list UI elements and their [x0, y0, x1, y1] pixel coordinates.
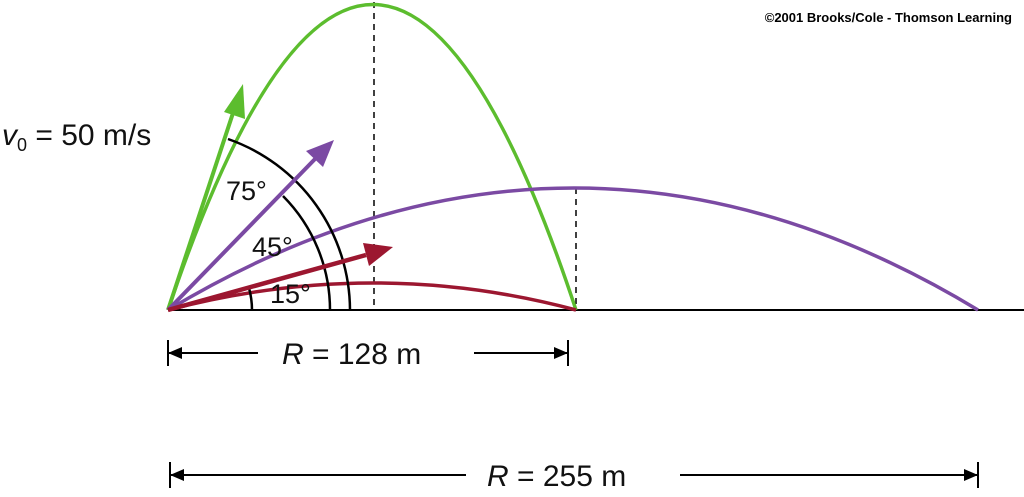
velocity-value: = 50 m/s — [27, 119, 151, 152]
range-255-value: = 255 m — [509, 460, 627, 493]
angle-label-75: 75° — [226, 176, 267, 206]
range-128-value: = 128 m — [304, 338, 422, 371]
range-255-label: R = 255 m — [487, 460, 626, 493]
angle-label-15: 15° — [270, 279, 311, 309]
velocity-vector-15 — [167, 252, 367, 313]
angle-arc-45 — [282, 195, 332, 311]
angle-label-45: 45° — [252, 232, 293, 262]
copyright-credit: ©2001 Brooks/Cole - Thomson Learning — [765, 10, 1012, 25]
velocity-subscript: 0 — [17, 135, 27, 155]
trajectory-75 — [166, 2, 578, 311]
velocity-vector-45 — [166, 157, 317, 312]
trajectory-45 — [167, 186, 979, 312]
range-128-label: R = 128 m — [282, 338, 421, 371]
velocity-symbol: v — [2, 119, 19, 152]
velocity-arrowhead-75 — [224, 84, 245, 119]
velocity-label: v0 = 50 m/s — [2, 119, 151, 155]
trajectory-15 — [167, 281, 577, 312]
velocity-arrowhead-15 — [363, 243, 393, 266]
range-128-symbol: R — [282, 338, 304, 371]
angle-arc-75 — [227, 137, 352, 311]
velocity-arrowhead-45 — [306, 140, 334, 167]
range-255-symbol: R — [487, 460, 509, 493]
velocity-vector-75 — [166, 109, 236, 311]
